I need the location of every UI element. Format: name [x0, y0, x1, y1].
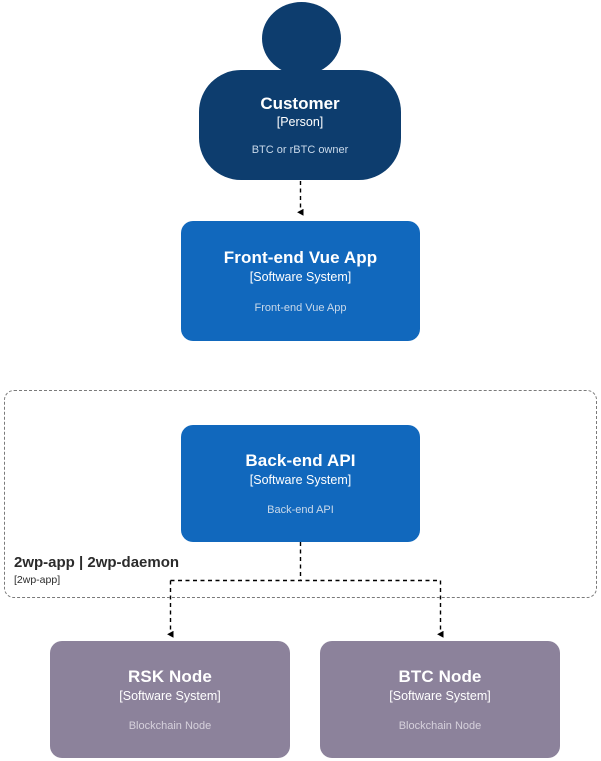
boundary-type: [2wp-app] [14, 574, 61, 586]
btc-node-type: [Software System] [389, 688, 491, 703]
backend-description: Back-end API [267, 504, 334, 517]
customer-title: Customer [260, 94, 340, 113]
customer-person-head-icon [262, 2, 341, 75]
customer-type: [Person] [276, 115, 324, 129]
node-customer[interactable]: Customer [Person] BTC or rBTC owner [199, 70, 401, 180]
rsk-node-type: [Software System] [119, 688, 221, 703]
boundary-name: 2wp-app | 2wp-daemon [14, 554, 180, 571]
node-btc-node[interactable]: BTC Node [Software System] Blockchain No… [320, 641, 560, 758]
boundary-2wp-app [4, 390, 597, 598]
frontend-type: [Software System] [249, 270, 352, 285]
node-rsk-node[interactable]: RSK Node [Software System] Blockchain No… [50, 641, 290, 758]
frontend-description: Front-end Vue App [254, 301, 347, 314]
node-backend-api[interactable]: Back-end API [Software System] Back-end … [181, 425, 420, 542]
backend-title: Back-end API [245, 450, 356, 470]
node-frontend-vue-app[interactable]: Front-end Vue App [Software System] Fron… [181, 221, 420, 341]
btc-node-description: Blockchain Node [398, 720, 482, 733]
frontend-title: Front-end Vue App [223, 248, 378, 268]
backend-type: [Software System] [249, 472, 352, 487]
btc-node-title: BTC Node [398, 666, 482, 686]
boundary-label-2wp-app: 2wp-app | 2wp-daemon [2wp-app] [14, 554, 179, 587]
customer-description: BTC or rBTC owner [251, 144, 349, 156]
rsk-node-title: RSK Node [128, 666, 212, 686]
rsk-node-description: Blockchain Node [128, 720, 212, 733]
